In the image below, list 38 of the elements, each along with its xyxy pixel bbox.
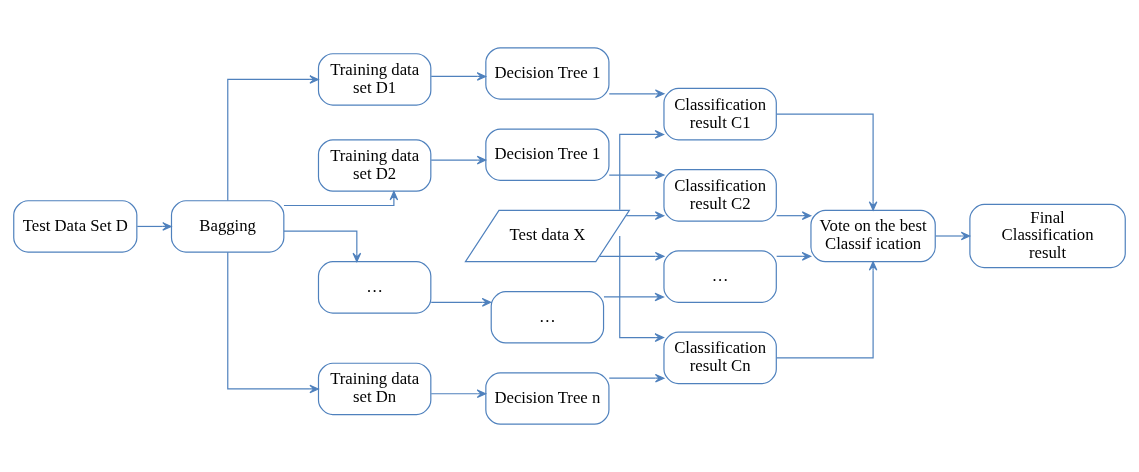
node-box: … [317,261,432,314]
arrow [283,230,362,263]
arrow [608,373,665,383]
node-box: … [490,290,605,344]
arrow [619,130,665,211]
node-box: … [663,250,777,303]
node-box: Bagging [170,200,285,253]
arrow [603,292,665,302]
node-box: Test Data Set D [13,200,138,253]
arrow [776,261,878,359]
node-box: Classification result C2 [663,169,777,222]
arrow [608,89,665,99]
arrow [619,235,665,342]
arrow [430,155,487,165]
node-box: Training data set D1 [317,53,432,106]
arrow [625,211,665,221]
node-box: Classification result Cn [663,331,777,385]
arrow [227,251,319,394]
arrow [776,113,878,211]
node-box: Training data set Dn [317,362,432,416]
node-box: Decision Tree 1 [485,128,610,182]
arrow [430,72,487,81]
arrow [136,222,172,231]
arrow [430,297,492,307]
node-box: Decision Tree 1 [485,47,610,100]
arrow [935,231,971,241]
node-box: Training data set D2 [317,139,432,192]
node-box: Final Classification result [969,203,1126,269]
node-box: Decision Tree n [485,372,610,425]
arrow [227,75,319,202]
arrow [776,251,812,261]
arrow [599,251,665,261]
node-box: Classification result C1 [663,87,777,141]
arrow [776,211,812,221]
node-box: Vote on the best Classif ication [810,209,936,263]
arrow [283,190,399,207]
arrow [608,170,665,180]
arrow [430,389,487,399]
